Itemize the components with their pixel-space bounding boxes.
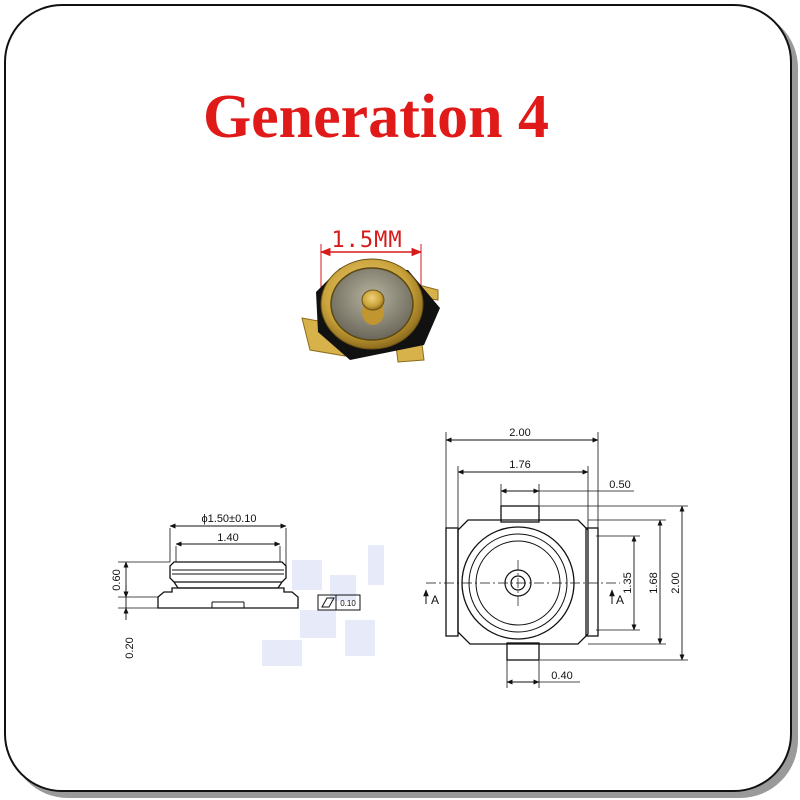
section-left-label: A [431,593,439,607]
connector-photo: 1.5MM [301,228,440,363]
bottom-tab [506,642,540,661]
inner-width-label: 1.76 [509,459,530,471]
flatness-value: 0.10 [340,599,356,608]
center-pin [361,289,385,311]
tab-top-width-label: 0.50 [609,479,630,491]
top-view-labels: 2.00 1.76 0.50 0.40 1.35 1.68 2.00 A A [431,427,682,682]
section-right-label: A [616,593,624,607]
height-upper-label: 0.60 [111,569,123,590]
overall-height-label: 2.00 [670,572,682,593]
mid-height-label: 1.68 [648,572,660,593]
side-view-drawing [118,523,361,620]
side-base [157,587,299,609]
card-frame [4,4,792,792]
top-view-drawing [423,432,688,688]
side-neck [173,581,283,589]
side-inner-width-label: 1.40 [217,532,238,544]
page-title: Generation 4 [202,83,550,151]
height-lower-label: 0.20 [124,637,136,658]
side-upper-body [169,561,287,583]
inner-height-label: 1.35 [622,572,634,593]
tab-bottom-width-label: 0.40 [551,670,572,682]
watermark [262,545,384,666]
top-tab [500,505,540,523]
size-label: 1.5MM [331,228,402,253]
overall-width-label: 2.00 [509,427,530,439]
top-body [457,519,589,645]
side-view-labels: ϕ1.50±0.10 1.40 0.60 0.20 0.10 [111,513,356,659]
diameter-label: ϕ1.50±0.10 [201,513,256,525]
